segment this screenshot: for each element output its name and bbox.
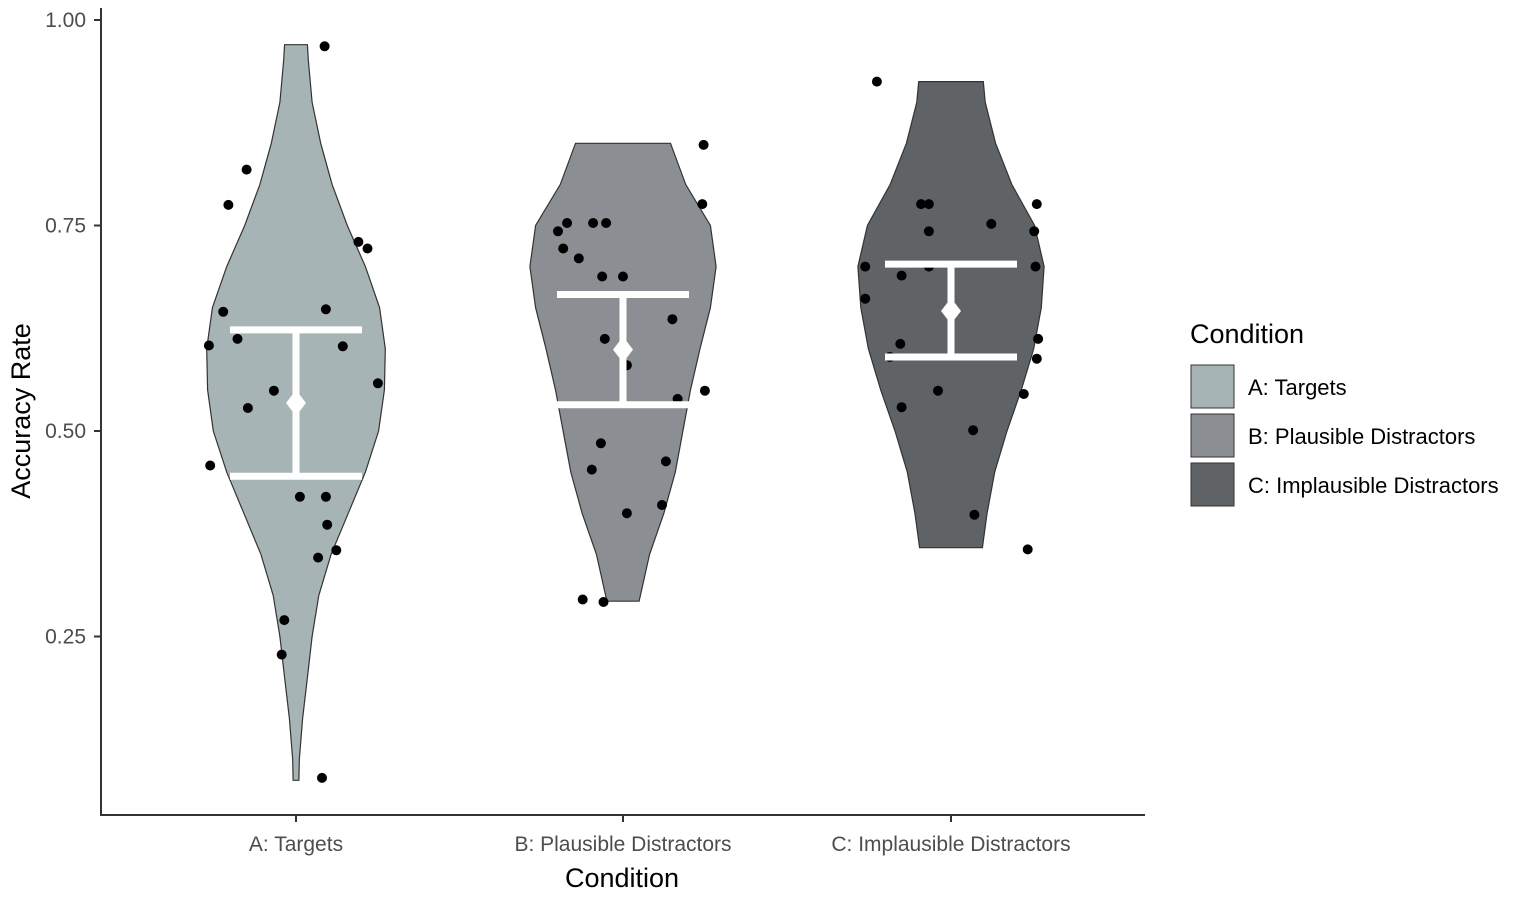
data-point [232,333,243,344]
y-tick-label: 0.25 [45,626,86,649]
data-point [933,385,943,396]
y-tick-label: 0.75 [45,215,86,238]
data-point [276,649,287,660]
data-point [320,304,331,315]
data-point [621,508,632,519]
legend-title: Condition [1190,319,1304,349]
data-point [618,271,628,282]
x-ticks: A: Targets B: Plausible Distractors C: Imp… [249,815,1071,856]
data-point [916,199,927,210]
data-point [871,76,882,87]
data-point [895,338,906,349]
data-point [242,403,253,413]
data-point [331,545,342,556]
data-point [588,218,599,228]
data-point [595,438,606,449]
data-point [896,402,907,413]
legend-label: C: Implausible Distractors [1248,473,1499,498]
data-point [667,314,678,325]
data-point [241,164,252,175]
data-point [279,615,290,626]
data-point [1031,353,1042,364]
legend-label: A: Targets [1248,375,1347,400]
legend-key [1190,413,1235,458]
data-point [294,491,305,502]
data-point [1033,333,1044,344]
data-point [860,261,871,272]
data-point [601,218,612,228]
data-point [697,199,708,210]
violins [206,44,1045,781]
y-tick-label: 0.50 [45,420,86,443]
y-tick-label: 1.00 [45,9,86,32]
data-point [362,243,373,254]
mean-marker-b [613,336,633,363]
data-point [319,41,330,52]
mean-marker-a [286,390,306,417]
data-point [223,199,234,210]
data-point [660,456,671,467]
x-tick-label: C: Implausible Distractors [831,833,1070,856]
x-tick-label: A: Targets [249,833,343,856]
data-point [320,491,331,502]
data-point [896,270,907,281]
data-point [203,340,214,351]
data-point [1018,389,1029,399]
mean-ci-markers [230,260,1017,480]
data-point [1022,544,1033,555]
data-point [699,385,710,396]
data-point [573,253,584,264]
x-tick-label: B: Plausible Distractors [514,833,731,856]
data-point [313,552,324,563]
y-ticks: 0.25 0.50 0.75 1.00 [45,9,101,649]
data-point [268,385,279,396]
data-point [353,236,364,247]
data-points [203,41,1044,783]
data-point [577,594,588,605]
data-point [553,226,563,237]
data-point [337,341,348,352]
data-point [923,199,934,210]
data-point [986,218,997,229]
data-point [969,509,980,520]
data-point [657,500,667,510]
data-point [586,464,597,475]
data-point [1031,199,1042,210]
legend-items: A: Targets B: Plausible Distractors C: Imp… [1190,364,1499,507]
data-point [1029,226,1040,237]
data-point [558,243,569,254]
data-point [372,378,383,389]
data-point [205,460,216,471]
y-axis-title: Accuracy Rate [6,323,36,499]
data-point [968,425,979,436]
data-point [218,306,229,317]
data-point [597,271,608,282]
legend-key [1190,364,1235,409]
legend-key [1190,462,1235,507]
legend-label: B: Plausible Distractors [1248,424,1475,449]
data-point [598,597,609,607]
data-point [698,139,709,150]
data-point [1030,261,1041,272]
data-point [317,772,327,783]
mean-marker-c [941,297,961,324]
data-point [562,218,573,228]
legend: Condition A: Targets B: Plausible Distrac… [1190,319,1499,507]
x-axis-title: Condition [565,863,679,893]
data-point [923,226,934,237]
data-point [599,333,610,344]
data-point [322,519,333,530]
data-point [860,293,871,304]
